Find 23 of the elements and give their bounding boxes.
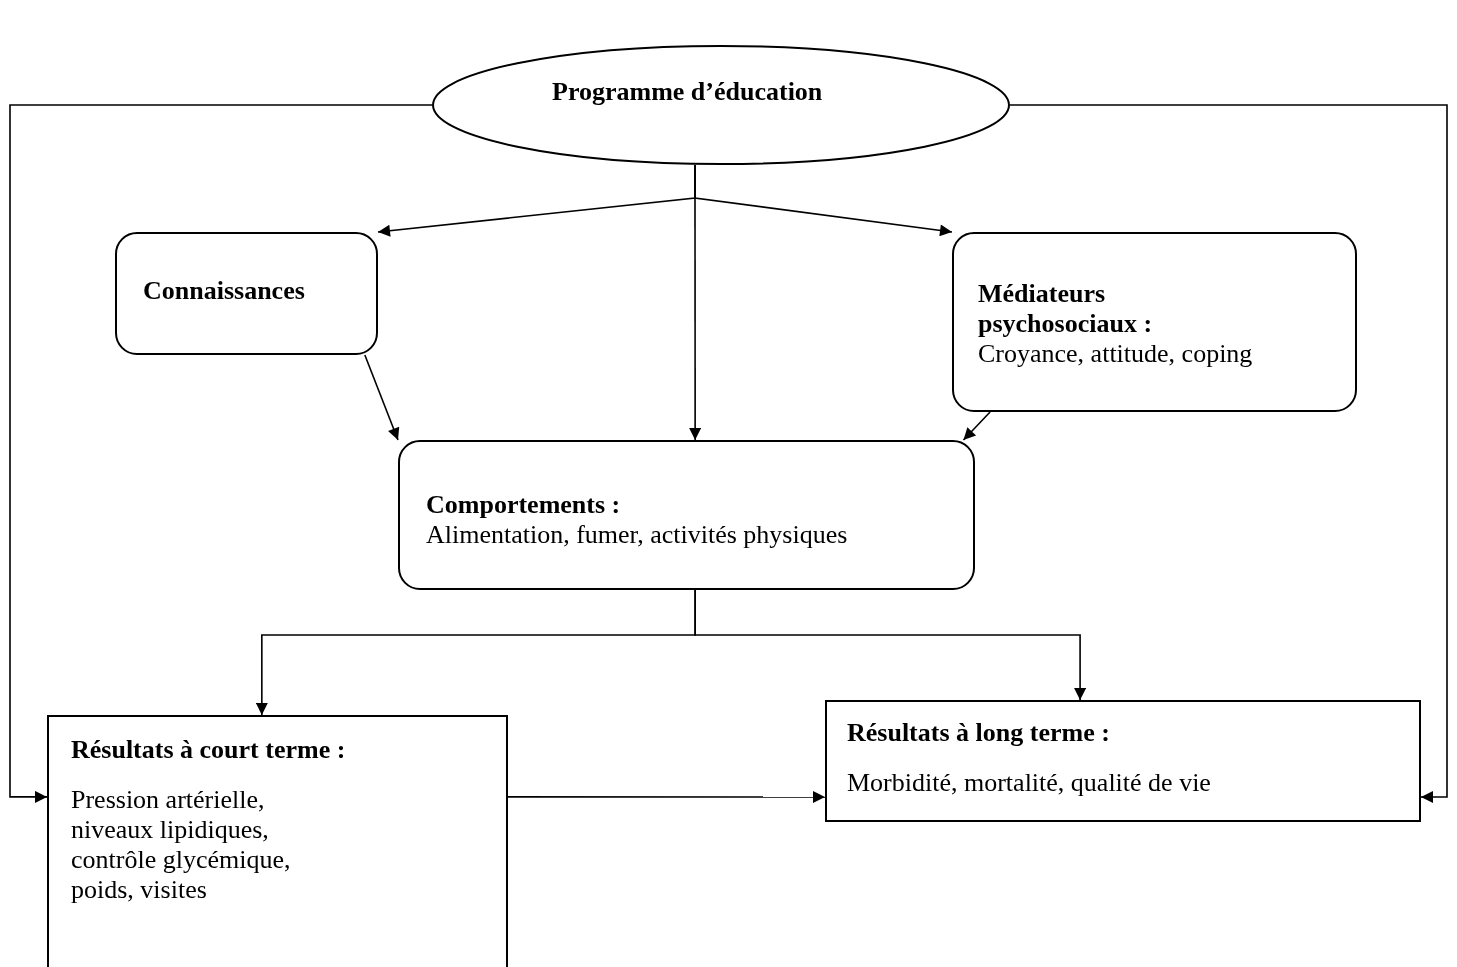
- process-box: [952, 232, 1357, 412]
- arrow: [9, 104, 433, 803]
- node-heading: Médiateurs psychosociaux :: [978, 279, 1154, 339]
- node-heading: Résultats à long terme :: [847, 718, 1111, 748]
- node-text: Alimentation, fumer, activités physiques: [426, 520, 849, 550]
- ellipse-node: [432, 45, 1010, 165]
- node-heading: Connaissances: [143, 276, 306, 306]
- arrow: [507, 791, 826, 803]
- process-box: [47, 715, 508, 967]
- process-box: [398, 440, 975, 590]
- arrow: [364, 354, 400, 441]
- node-heading: Programme d’éducation: [552, 77, 824, 107]
- arrow: [1009, 104, 1448, 803]
- node-heading: Résultats à court terme :: [71, 735, 347, 765]
- arrow: [694, 164, 953, 237]
- arrow: [694, 589, 1087, 701]
- node-heading: Comportements :: [426, 490, 622, 520]
- node-text: Morbidité, mortalité, qualité de vie: [847, 768, 1212, 798]
- process-box: [825, 700, 1421, 822]
- node-text: Croyance, attitude, coping: [978, 339, 1254, 369]
- arrow: [962, 411, 991, 441]
- process-box: [115, 232, 378, 355]
- node-text: Pression artérielle, niveaux lipidiques, contrôle glycémique, poids, visites: [71, 785, 292, 905]
